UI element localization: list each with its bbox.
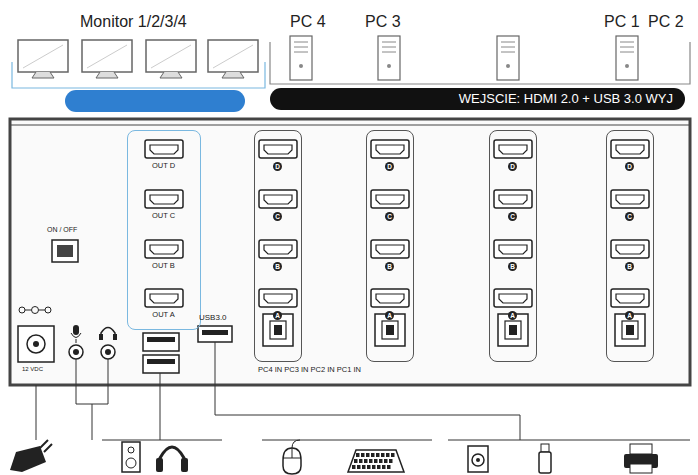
- input-band: WEJSCIE: HDMI 2.0 + USB 3.0 WYJ: [270, 88, 685, 110]
- output-label: OUT A: [152, 311, 174, 319]
- monitor-icons: [18, 40, 258, 78]
- port-letter: D: [625, 162, 634, 171]
- pc-label: PC 2: [648, 14, 684, 30]
- port-letter: A: [625, 311, 634, 320]
- power-switch: [52, 240, 78, 262]
- usb-a-ports: [143, 326, 232, 373]
- peripheral-icons: [10, 440, 658, 474]
- pc-label: PC 4: [290, 14, 326, 30]
- output-label: OUT C: [152, 212, 175, 220]
- port-letter: A: [273, 311, 282, 320]
- monitor-band: [65, 90, 245, 112]
- pc-label: PC 3: [365, 14, 401, 30]
- panel-housing: [10, 119, 690, 385]
- dc-jack-ring: [27, 335, 45, 353]
- port-letter: C: [625, 212, 634, 221]
- wires: [36, 342, 690, 440]
- input-column: D C B A: [606, 130, 654, 362]
- port-letter: D: [273, 162, 282, 171]
- input-label: PC4 IN PC3 IN PC2 IN PC1 IN: [258, 366, 361, 374]
- power-label: 12 VDC: [22, 366, 43, 372]
- port-letter: D: [385, 162, 394, 171]
- output-group: OUT D OUT C OUT B OUT A: [127, 130, 201, 330]
- port-letter: D: [508, 162, 517, 171]
- polarity-symbol: [19, 307, 51, 314]
- input-column: D C B A: [254, 130, 302, 362]
- port-letter: C: [508, 212, 517, 221]
- audio-jacks: [69, 325, 117, 359]
- port-icons: [145, 140, 649, 346]
- pc-label: PC 1: [604, 14, 640, 30]
- dc-jack: [18, 326, 54, 362]
- port-label: USB3.0: [199, 314, 227, 322]
- pc-icons: [290, 36, 638, 80]
- port-letter: B: [508, 262, 517, 271]
- dc-jack-pin: [33, 341, 39, 347]
- port-letter: A: [508, 311, 517, 320]
- diagram-heading: Monitor 1/2/3/4: [80, 14, 187, 30]
- port-letter: B: [273, 262, 282, 271]
- input-column: D C B A: [489, 130, 537, 362]
- panel-ledge: [10, 125, 690, 126]
- port-letter: A: [385, 311, 394, 320]
- port-letter: C: [385, 212, 394, 221]
- port-letter: B: [625, 262, 634, 271]
- port-letter: B: [385, 262, 394, 271]
- switch-rocker: [57, 245, 73, 257]
- switch-label: ON / OFF: [47, 226, 77, 233]
- input-column: D C B A: [366, 130, 414, 362]
- band-text: WEJSCIE: HDMI 2.0 + USB 3.0 WYJ: [459, 92, 673, 105]
- port-letter: C: [273, 212, 282, 221]
- output-label: OUT D: [152, 162, 175, 170]
- output-label: OUT B: [152, 262, 175, 270]
